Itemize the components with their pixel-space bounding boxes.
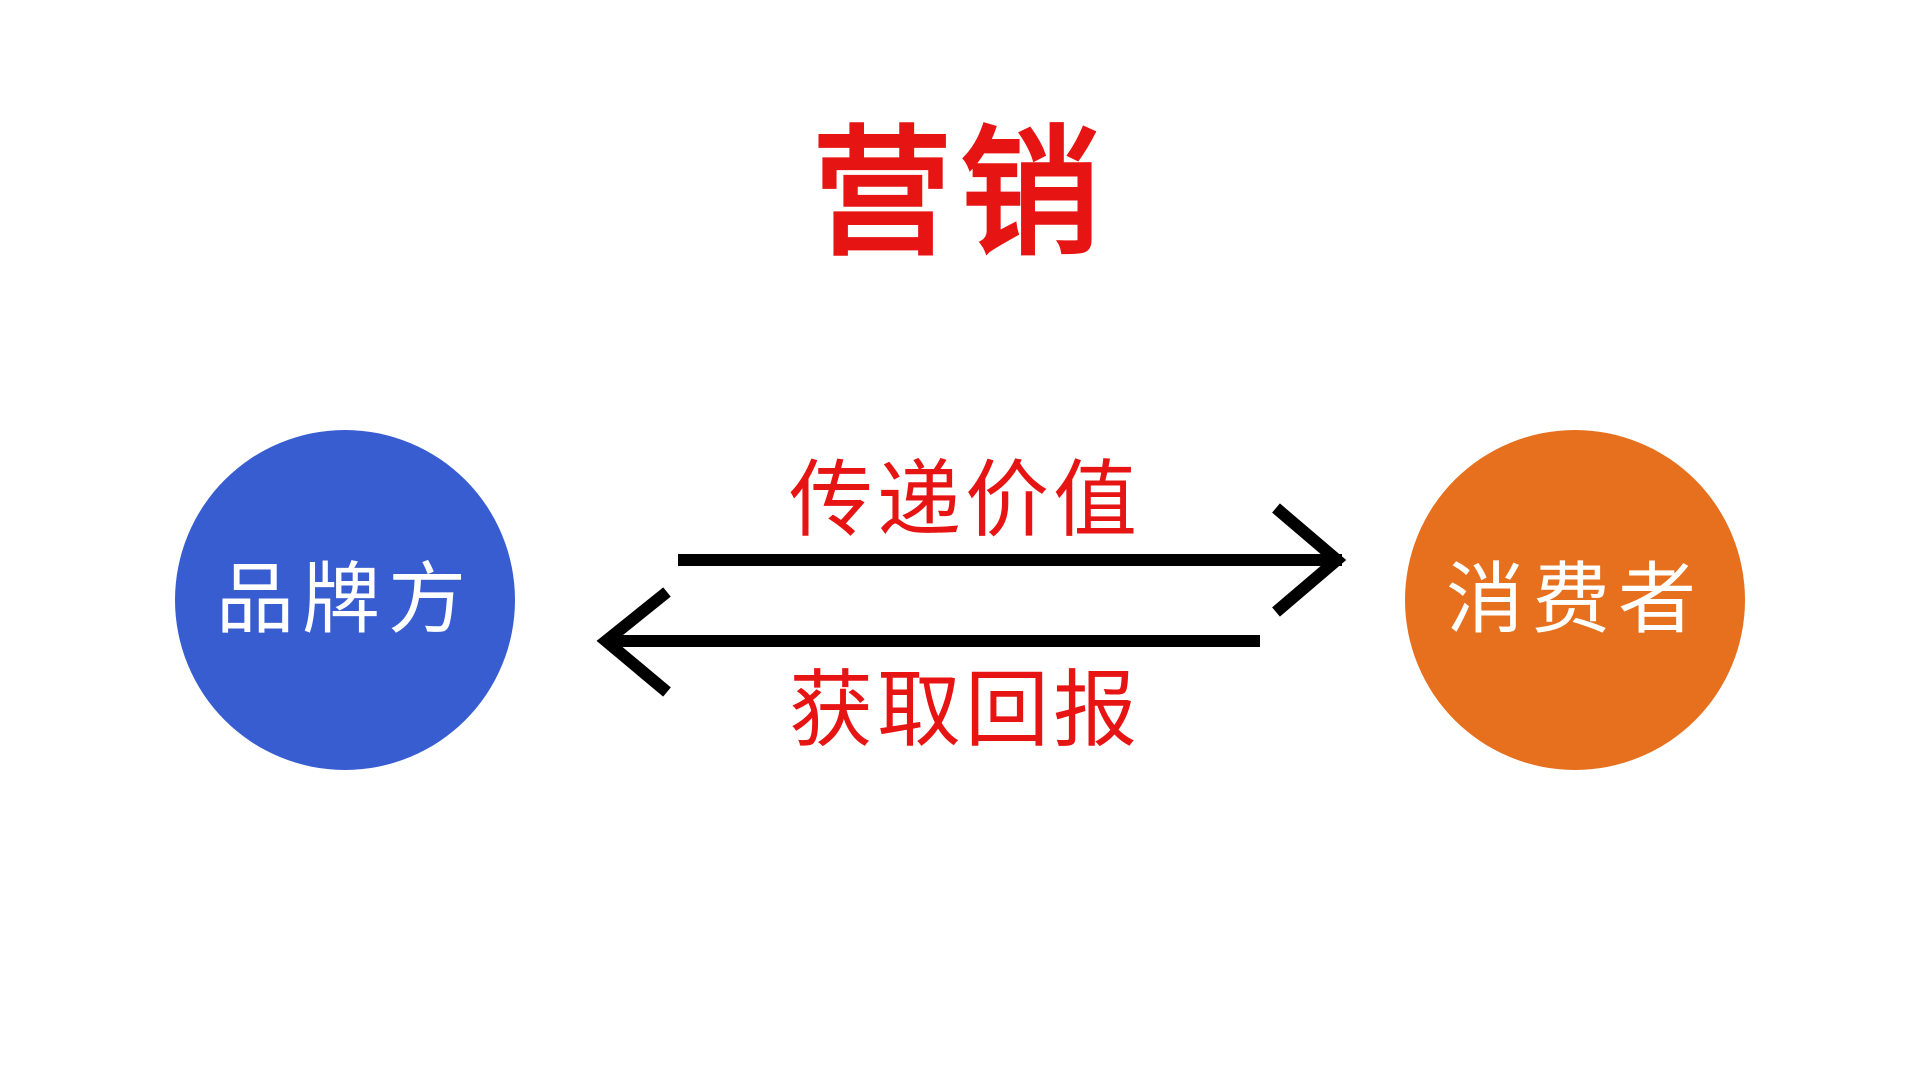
arrow-to-brand: [596, 587, 1260, 697]
deliver-value-label: 传递价值: [788, 451, 1141, 549]
arrow-to-brand-head: [596, 587, 671, 697]
get-return-label: 获取回报: [788, 661, 1141, 759]
brand-node: 品牌方: [175, 430, 515, 770]
consumer-node: 消费者: [1405, 430, 1745, 770]
arrow-to-consumer-head: [1272, 503, 1347, 617]
diagram-title: 营销: [811, 113, 1108, 276]
arrow-to-consumer: [678, 503, 1347, 617]
